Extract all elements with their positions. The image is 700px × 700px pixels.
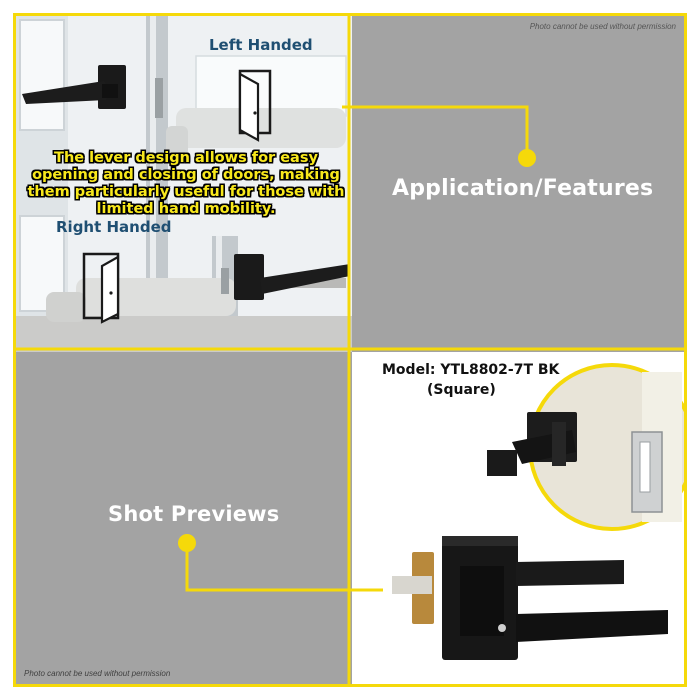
lever-design-caption: The lever design allows for easy opening… bbox=[27, 150, 345, 217]
left-handed-label: Left Handed bbox=[209, 36, 313, 54]
image-frame: Left Handed Right Handed The lever desig… bbox=[13, 13, 687, 687]
watermark-bottom: Photo cannot be used without permission bbox=[24, 669, 171, 678]
model-variant: (Square) bbox=[427, 382, 496, 398]
shot-previews-panel: Shot Previews Photo cannot be used witho… bbox=[16, 352, 352, 684]
lever-product-image bbox=[392, 363, 684, 660]
right-handed-label: Right Handed bbox=[56, 218, 172, 236]
room-background bbox=[16, 16, 352, 352]
shot-previews-title: Shot Previews bbox=[108, 502, 280, 526]
lever-room-photo: Left Handed Right Handed The lever desig… bbox=[16, 16, 352, 352]
product-photo-panel: Model: YTL8802-7T BK (Square) bbox=[352, 352, 684, 684]
model-number: Model: YTL8802-7T BK bbox=[382, 362, 560, 378]
application-features-panel: Photo cannot be used without permission … bbox=[352, 16, 684, 352]
application-features-title: Application/Features bbox=[392, 176, 654, 201]
watermark-top: Photo cannot be used without permission bbox=[529, 22, 676, 31]
